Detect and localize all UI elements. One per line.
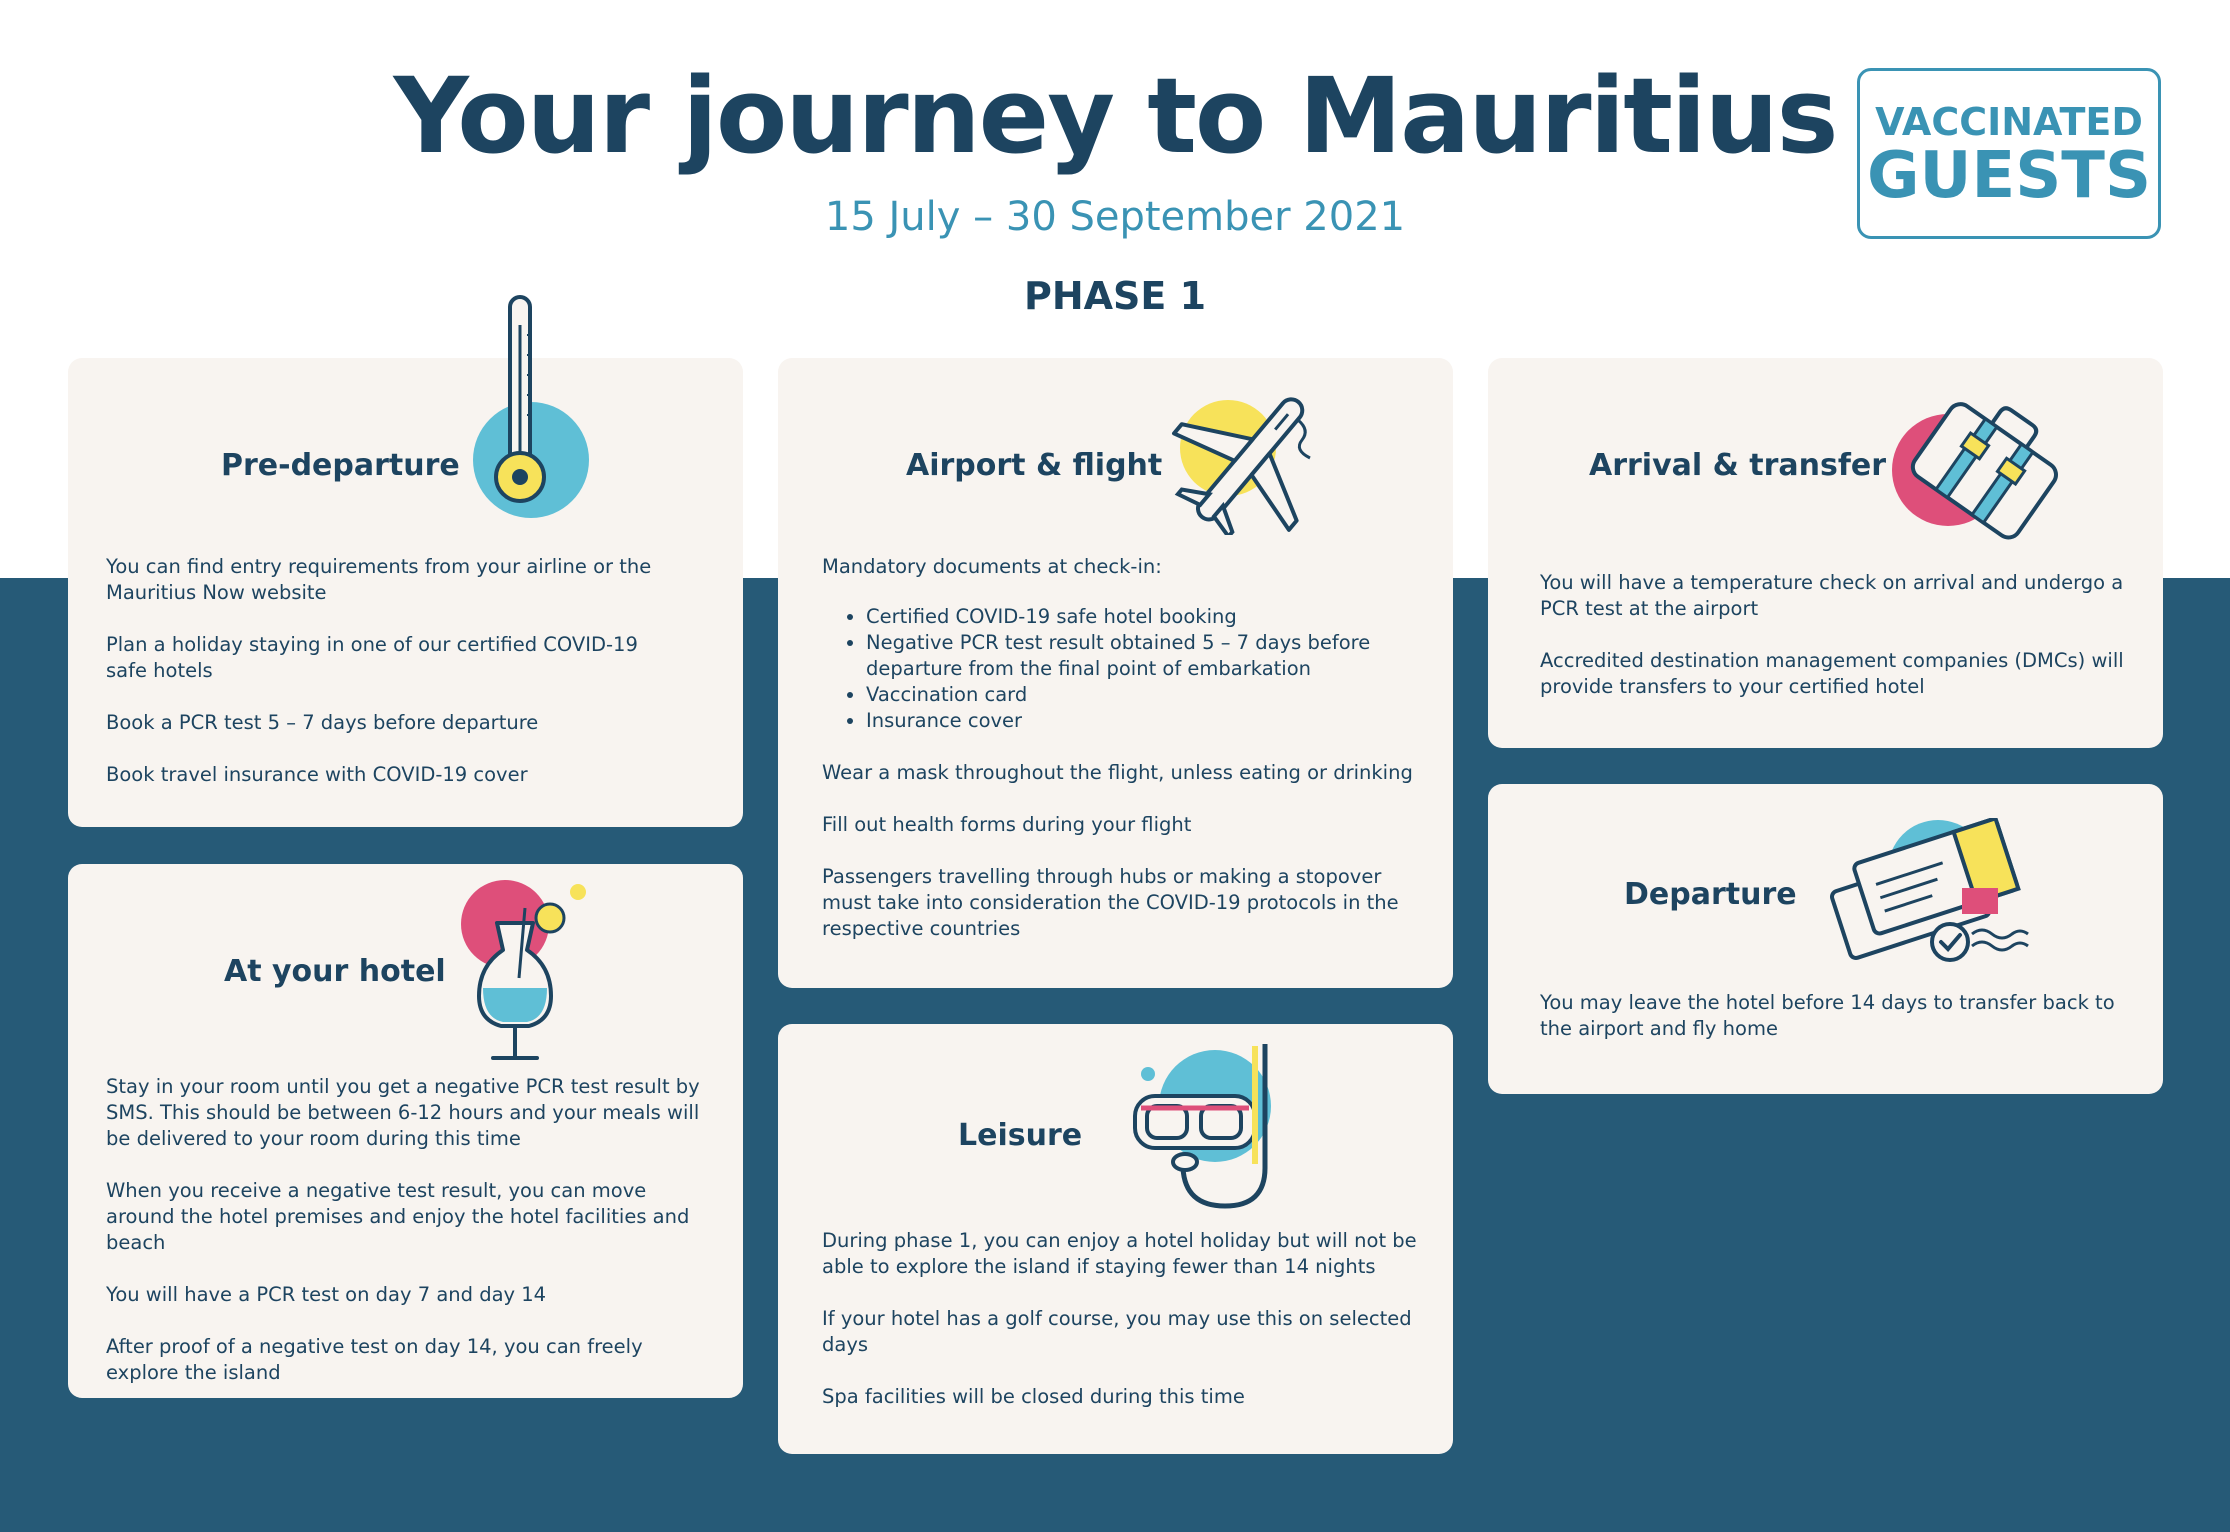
airplane-icon <box>1170 380 1335 535</box>
card-airport-flight: Airport & flight Mandatory documents at … <box>778 358 1453 988</box>
paragraph: Book travel insurance with COVID-19 cove… <box>106 763 528 786</box>
paragraph: Book a PCR test 5 – 7 days before depart… <box>106 711 539 734</box>
paragraph: You will have a PCR test on day 7 and da… <box>106 1283 547 1306</box>
card-body: You may leave the hotel before 14 days t… <box>1540 990 2140 1042</box>
phase-label: PHASE 1 <box>1023 274 1207 318</box>
paragraph: Accredited destination management compan… <box>1540 649 2124 698</box>
card-title: Arrival & transfer <box>1589 448 1887 483</box>
suitcase-icon <box>1890 388 2070 548</box>
paragraph: Spa facilities will be closed during thi… <box>822 1385 1245 1408</box>
card-title: Leisure <box>958 1118 1083 1153</box>
page-title: Your journey to Mauritius <box>393 55 1838 177</box>
thermometer-icon <box>465 295 595 525</box>
paragraph: If your hotel has a golf course, you may… <box>822 1307 1412 1356</box>
card-title: At your hotel <box>224 954 446 989</box>
list-item: Insurance cover <box>866 708 1422 734</box>
paragraph: Passengers travelling through hubs or ma… <box>822 865 1399 940</box>
list-item: Certified COVID-19 safe hotel booking <box>866 604 1422 630</box>
paragraph: Stay in your room until you get a negati… <box>106 1075 700 1150</box>
vaccinated-guests-badge: VACCINATED GUESTS <box>1857 68 2161 239</box>
document-list: Certified COVID-19 safe hotel booking Ne… <box>822 604 1422 734</box>
paragraph: Plan a holiday staying in one of our cer… <box>106 633 638 682</box>
card-departure: Departure You may leave the hotel before… <box>1488 784 2163 1094</box>
paragraph: During phase 1, you can enjoy a hotel ho… <box>822 1229 1417 1278</box>
card-at-your-hotel: At your hotel Stay in your room until yo… <box>68 864 743 1398</box>
paragraph: Fill out health forms during your flight <box>822 813 1192 836</box>
card-body: Stay in your room until you get a negati… <box>106 1074 706 1386</box>
list-item: Vaccination card <box>866 682 1422 708</box>
paragraph: After proof of a negative test on day 14… <box>106 1335 643 1384</box>
badge-line-2: GUESTS <box>1866 139 2152 213</box>
card-title: Pre-departure <box>221 448 460 483</box>
boarding-pass-icon <box>1822 818 2032 968</box>
card-body: During phase 1, you can enjoy a hotel ho… <box>822 1228 1422 1410</box>
card-pre-departure: Pre-departure You can find entry require… <box>68 358 743 827</box>
date-range: 15 July – 30 September 2021 <box>824 194 1406 240</box>
paragraph: Mandatory documents at check-in: <box>822 555 1162 578</box>
paragraph: When you receive a negative test result,… <box>106 1179 690 1254</box>
cocktail-icon <box>455 878 595 1063</box>
badge-line-1: VACCINATED <box>1875 100 2143 144</box>
card-leisure: Leisure During phase 1, you can enjoy a … <box>778 1024 1453 1454</box>
card-title: Airport & flight <box>906 448 1163 483</box>
paragraph: Wear a mask throughout the flight, unles… <box>822 761 1413 784</box>
card-title: Departure <box>1624 877 1797 912</box>
card-arrival-transfer: Arrival & transfer You will have a tempe… <box>1488 358 2163 748</box>
paragraph: You will have a temperature check on arr… <box>1540 571 2124 620</box>
paragraph: You can find entry requirements from you… <box>106 555 652 604</box>
list-item: Negative PCR test result obtained 5 – 7 … <box>866 630 1422 682</box>
card-body: Mandatory documents at check-in: Certifi… <box>822 554 1422 942</box>
paragraph: You may leave the hotel before 14 days t… <box>1540 991 2115 1040</box>
card-body: You will have a temperature check on arr… <box>1540 570 2140 700</box>
snorkel-mask-icon <box>1125 1038 1285 1218</box>
card-body: You can find entry requirements from you… <box>106 554 676 788</box>
